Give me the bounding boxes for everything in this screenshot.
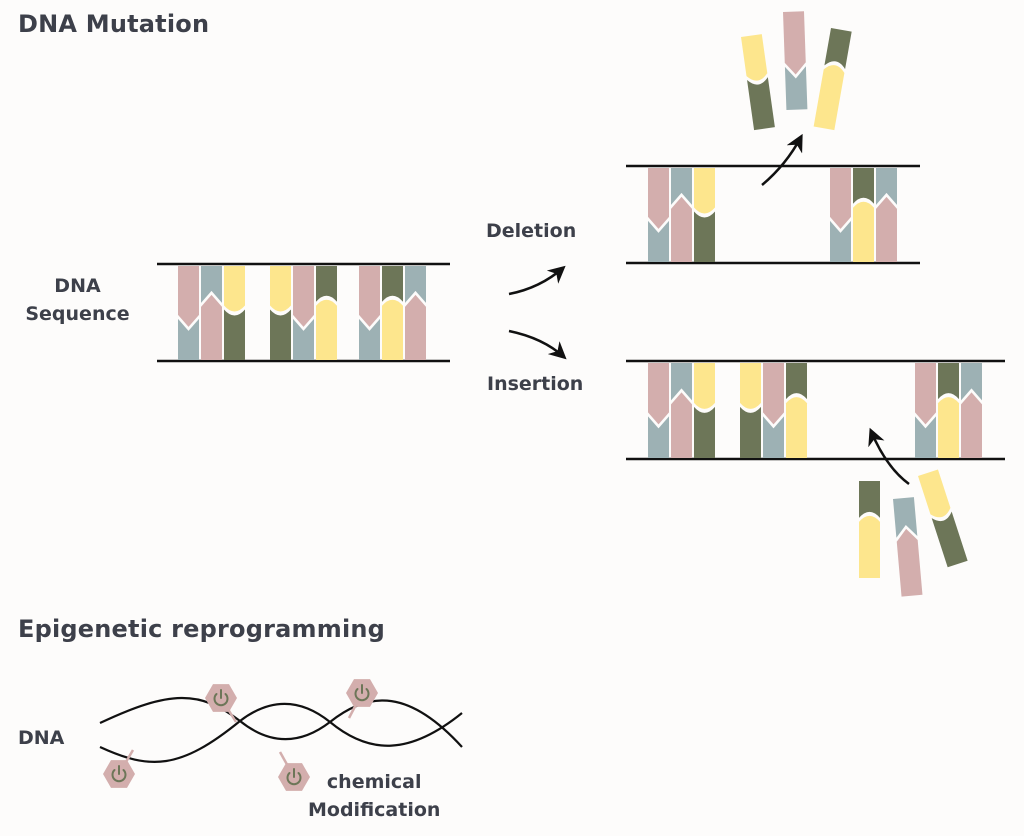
chemical-markers [103,679,378,791]
power-icon [213,689,229,707]
power-icon [286,768,302,786]
base-pair-green-yellow-dome [786,363,807,458]
base-pair-yellow-green-cup [694,363,715,458]
dna-sequence-label-line2: Sequence [25,303,130,325]
base-pair-pink-blue-v [783,11,808,110]
base-pair-yellow-green-cup [694,168,715,262]
epigenetic-title: Epigenetic reprogramming [18,615,386,643]
base-pair-pink-blue-v [293,266,314,360]
base-pair-blue-pink-peak [671,363,692,458]
power-icon [111,765,127,783]
chemical-marker [205,684,238,723]
base-pair-yellow-green-cup [918,469,968,568]
base-pair-yellow-green-cup [741,34,775,131]
dna-sequence-label: DNA Sequence [10,272,145,328]
epigenetic-dna-label: DNA [18,727,65,749]
base-pair-blue-pink-peak [405,266,426,360]
base-pair-green-yellow-dome [316,266,337,360]
base-pair-pink-blue-v [830,168,851,262]
base-pair-yellow-green-cup [740,363,761,458]
dna-helix-strand-a [99,696,463,748]
base-pair-green-yellow-dome [382,266,403,360]
base-pair-pink-blue-v [648,363,669,458]
removal-arrow [761,133,803,186]
base-pair-green-yellow-dome [938,363,959,458]
insert-arrow [868,427,910,486]
chemical-label-line1: chemical [326,771,422,793]
insertion-label: Insertion [487,373,584,395]
base-pair-green-yellow-dome [859,481,880,578]
deleted-fragments [741,11,852,131]
power-icon [354,684,370,702]
chemical-marker [346,679,378,719]
base-pair-green-yellow-dome [813,28,852,131]
base-pair-pink-blue-v [648,168,669,262]
deletion-label: Deletion [486,220,577,242]
base-pair-blue-pink-peak [893,497,923,597]
deletion-dna-sequence [648,168,897,262]
insertion-dna-sequence [648,363,982,458]
base-pair-blue-pink-peak [671,168,692,262]
chemical-marker [278,751,310,791]
chemical-label-line2: Modification [308,799,441,821]
insertion-arrow [508,329,567,360]
base-pair-pink-blue-v [359,266,380,360]
base-pair-green-yellow-dome [853,168,874,262]
base-pair-pink-blue-v [178,266,199,360]
base-pair-yellow-green-cup [224,266,245,360]
chemical-marker [103,749,135,788]
base-pair-pink-blue-v [915,363,936,458]
base-pair-yellow-green-cup [270,266,291,360]
chemical-modification-label: chemical Modification [308,768,440,824]
dna-sequence-label-line1: DNA [54,275,101,297]
deletion-arrow [508,265,566,296]
base-pair-pink-blue-v [763,363,784,458]
dna-mutation-title: DNA Mutation [18,10,210,38]
inserted-fragments [859,469,968,597]
base-pair-blue-pink-peak [961,363,982,458]
original-dna-sequence [178,266,426,360]
base-pair-blue-pink-peak [876,168,897,262]
base-pair-blue-pink-peak [201,266,222,360]
dna-helix-strand-b [99,702,463,763]
